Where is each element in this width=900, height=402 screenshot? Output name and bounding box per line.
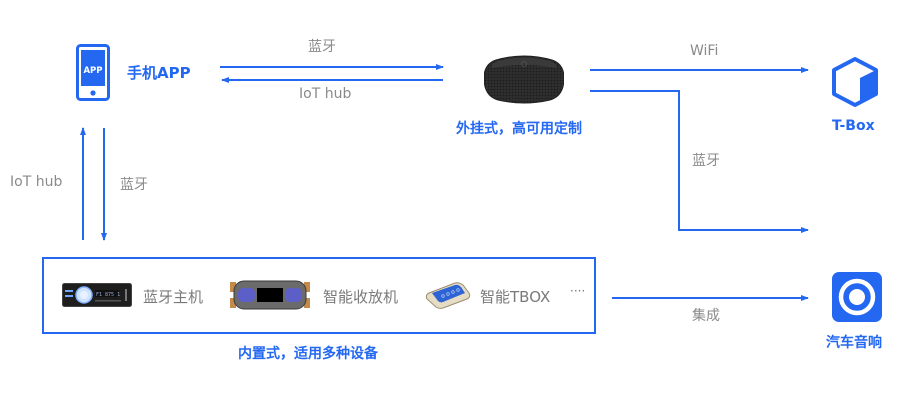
smart-radio-icon (230, 280, 310, 310)
device-bluetooth-head-unit: F1 875 1 (62, 283, 132, 311)
arrow-speaker-to-car (590, 90, 809, 233)
svg-text:F1 875 1: F1 875 1 (96, 292, 120, 298)
car-audio-title: 汽车音响 (826, 335, 882, 351)
label-app-to-speaker: 蓝牙 (308, 39, 336, 55)
label-box-to-car-audio: 集成 (692, 308, 720, 324)
bluetooth-head-unit-icon: F1 875 1 (62, 283, 132, 307)
builtin-devices-frame (42, 257, 596, 334)
label-app-to-box: 蓝牙 (120, 177, 148, 193)
builtin-devices-title: 内置式，适用多种设备 (238, 346, 378, 362)
cube-icon (832, 57, 878, 107)
device-label-bluetooth-head-unit: 蓝牙主机 (143, 288, 204, 306)
external-speaker-node (483, 52, 565, 108)
external-speaker-title: 外挂式，高可用定制 (456, 121, 582, 137)
phone-app-title: 手机APP (127, 64, 191, 82)
label-box-to-app: IoT hub (10, 174, 63, 190)
device-smart-tbox (425, 281, 471, 313)
label-speaker-to-tbox: WiFi (690, 43, 719, 59)
tbox-title: T-Box (832, 118, 875, 134)
smart-speaker-icon (483, 55, 565, 104)
smart-tbox-device-icon (425, 282, 471, 309)
tbox-node (829, 56, 881, 112)
speaker-ring-icon (832, 272, 882, 322)
phone-app-node: APP (76, 44, 110, 105)
device-label-smart-radio: 智能收放机 (323, 288, 399, 306)
label-speaker-to-car: 蓝牙 (692, 153, 720, 169)
phone-app-icon: APP (76, 44, 110, 101)
device-label-smart-tbox: 智能TBOX (480, 288, 551, 306)
more-devices-ellipsis: ···· (570, 284, 586, 298)
device-smart-radio (230, 280, 310, 314)
car-audio-node (832, 272, 882, 326)
label-speaker-to-app: IoT hub (299, 86, 352, 102)
svg-text:APP: APP (83, 66, 102, 76)
